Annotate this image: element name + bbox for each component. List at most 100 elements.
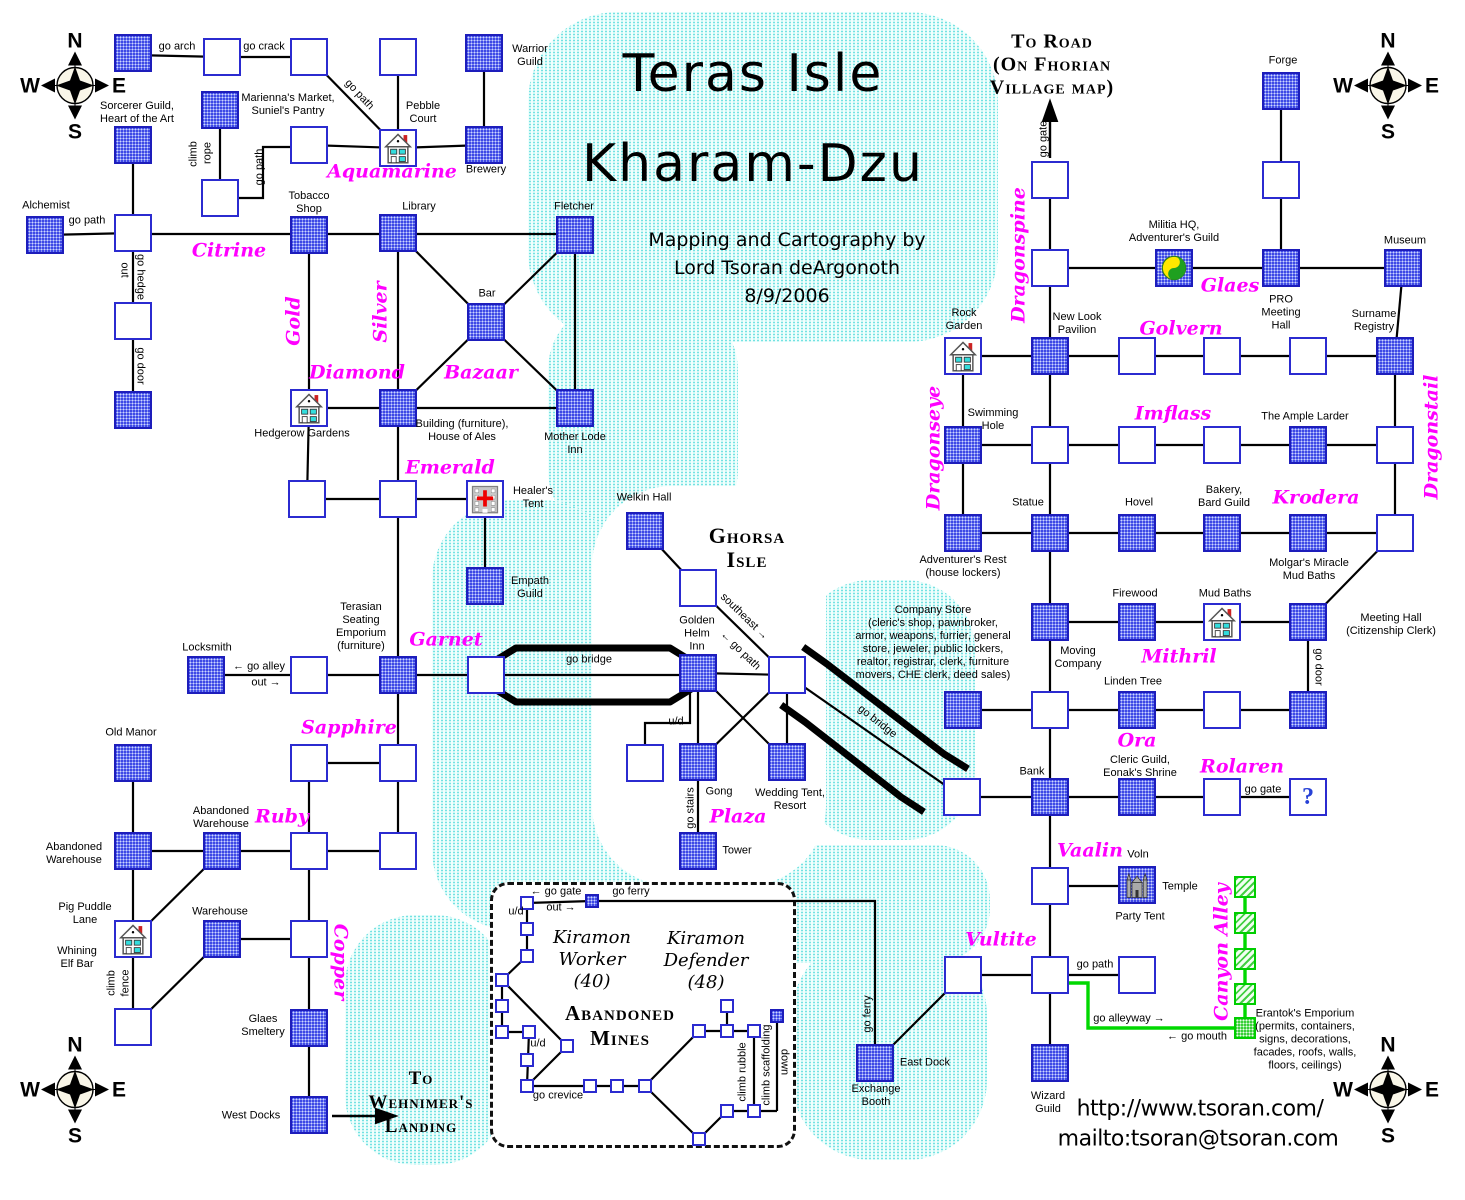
room-copper-1	[290, 920, 328, 958]
label-building-furniture: Building (furniture), House of Ales	[415, 418, 509, 443]
label-dragonstail: Dragonstail	[1420, 374, 1443, 500]
room-erantoks-emporium	[1234, 1017, 1256, 1039]
room-terasian-emporium	[379, 656, 417, 694]
room-mine-l	[692, 1024, 706, 1038]
label-ora: Ora	[1117, 729, 1157, 752]
room-ud-room	[626, 744, 664, 782]
label-west-docks: West Docks	[221, 1109, 281, 1122]
label-imflass: Imflass	[1134, 402, 1212, 425]
svg-text:E: E	[1425, 75, 1439, 98]
room-sapphire-1	[290, 744, 328, 782]
room-ghorsa-north	[679, 569, 717, 607]
room-spine-north	[1031, 249, 1069, 287]
room-mud-baths	[1203, 603, 1241, 641]
label-rolaren: Rolaren	[1200, 755, 1284, 778]
label-hedgerow-gardens: Hedgerow Gardens	[254, 427, 350, 440]
room-mine-ferry	[585, 894, 599, 908]
house-icon	[383, 133, 413, 164]
label-go-gate: go gate	[1244, 783, 1282, 796]
room-citrine-west	[114, 214, 152, 252]
room-tower	[679, 832, 717, 870]
room-sorcerer-guild	[114, 126, 152, 164]
room-locksmith	[187, 656, 225, 694]
label-meeting-hall: Meeting Hall (Citizenship Clerk)	[1346, 612, 1436, 637]
room-old-manor	[114, 744, 152, 782]
label-sorcerer-guild: Sorcerer Guild, Heart of the Art	[100, 100, 174, 125]
svg-text:E: E	[1425, 1079, 1439, 1102]
room-pebble-north	[379, 38, 417, 76]
label-bakery: Bakery, Bard Guild	[1198, 484, 1250, 509]
svg-text:W: W	[20, 1079, 40, 1102]
room-alchemist	[26, 216, 64, 254]
room-imflass-1	[1031, 426, 1069, 464]
label-silver: Silver	[369, 281, 392, 343]
room-rope-room	[201, 179, 239, 217]
website-url: http://www.tsoran.com/	[1076, 1096, 1324, 1122]
room-company-store	[944, 691, 982, 729]
label-glaes: Glaes Smeltery	[241, 1013, 285, 1038]
room-garnet-2	[467, 656, 505, 694]
room-sapphire-2	[379, 744, 417, 782]
label-warehouse: Warehouse	[192, 905, 248, 918]
bridge-rail	[779, 702, 926, 815]
room-cleric-guild	[1118, 778, 1156, 816]
water-area	[528, 12, 998, 342]
room-mine-e	[495, 1025, 509, 1039]
temple-icon	[1126, 872, 1148, 898]
room-surname-registry	[1376, 337, 1414, 375]
room-fence-room	[114, 1008, 152, 1046]
label-terasian: Terasian Seating Emporium (furniture)	[335, 601, 387, 652]
room-pebble-court	[379, 129, 417, 167]
label-mud-baths: Mud Baths	[1198, 587, 1252, 600]
label-go-mouth: ← go mouth	[1167, 1030, 1227, 1043]
label-go-door: go door	[134, 347, 147, 385]
svg-text:E: E	[112, 75, 126, 98]
label-erantok-s-emporium: Erantok's Emporium (permits, containers,…	[1253, 1007, 1357, 1072]
room-warrior-guild	[465, 34, 503, 72]
label-go-arch: go arch	[158, 40, 196, 53]
room-garnet-1	[290, 656, 328, 694]
label-go-stairs: go stairs	[684, 787, 697, 829]
room-mine-i	[583, 1079, 597, 1093]
room-mine-a	[520, 922, 534, 936]
room-hovel	[1118, 514, 1156, 552]
room-healers-tent	[466, 480, 504, 518]
svg-text:E: E	[112, 1079, 126, 1102]
room-house-of-ales	[379, 389, 417, 427]
label-sapphire: Sapphire	[301, 716, 397, 739]
label-go-alleyway: go alleyway →	[1093, 1012, 1165, 1025]
room-museum	[1384, 249, 1422, 287]
alley-path	[1068, 981, 1235, 1030]
room-mine-k	[638, 1079, 652, 1093]
room-vultite-hub	[1031, 956, 1069, 994]
street-line	[220, 145, 309, 200]
room-empath-guild	[466, 567, 504, 605]
svg-text:N: N	[1380, 1034, 1395, 1057]
room-mine-crevice	[520, 1079, 534, 1093]
room-arch-room	[203, 38, 241, 76]
mail-url: mailto:tsoran@tsoran.com	[1057, 1126, 1339, 1152]
label-tower: Tower	[722, 844, 752, 857]
label-aquamarine: Aquamarine	[327, 160, 457, 183]
room-welkin-hall	[626, 512, 664, 550]
label-library: Library	[402, 200, 436, 213]
label-plaza: Plaza	[709, 805, 767, 828]
room-rolaren-1	[1203, 778, 1241, 816]
bridge-rail	[801, 644, 970, 772]
label-kiramon: Kiramon Worker (40)	[552, 927, 632, 992]
room-bridge-east-end	[943, 778, 981, 816]
label-east-dock: East Dock	[899, 1056, 951, 1069]
room-pro-meeting-hall	[1262, 249, 1300, 287]
room-forge-south	[1262, 161, 1300, 199]
room-forge	[1262, 72, 1300, 110]
room-mine-r	[692, 1132, 706, 1146]
room-brewery	[465, 126, 503, 164]
room-mine-f	[522, 1025, 536, 1039]
room-golden-helm-inn	[679, 654, 717, 692]
label-out: out →	[251, 676, 281, 689]
room-mine-o	[747, 1024, 761, 1038]
room-bakery-bard-guild	[1203, 514, 1241, 552]
